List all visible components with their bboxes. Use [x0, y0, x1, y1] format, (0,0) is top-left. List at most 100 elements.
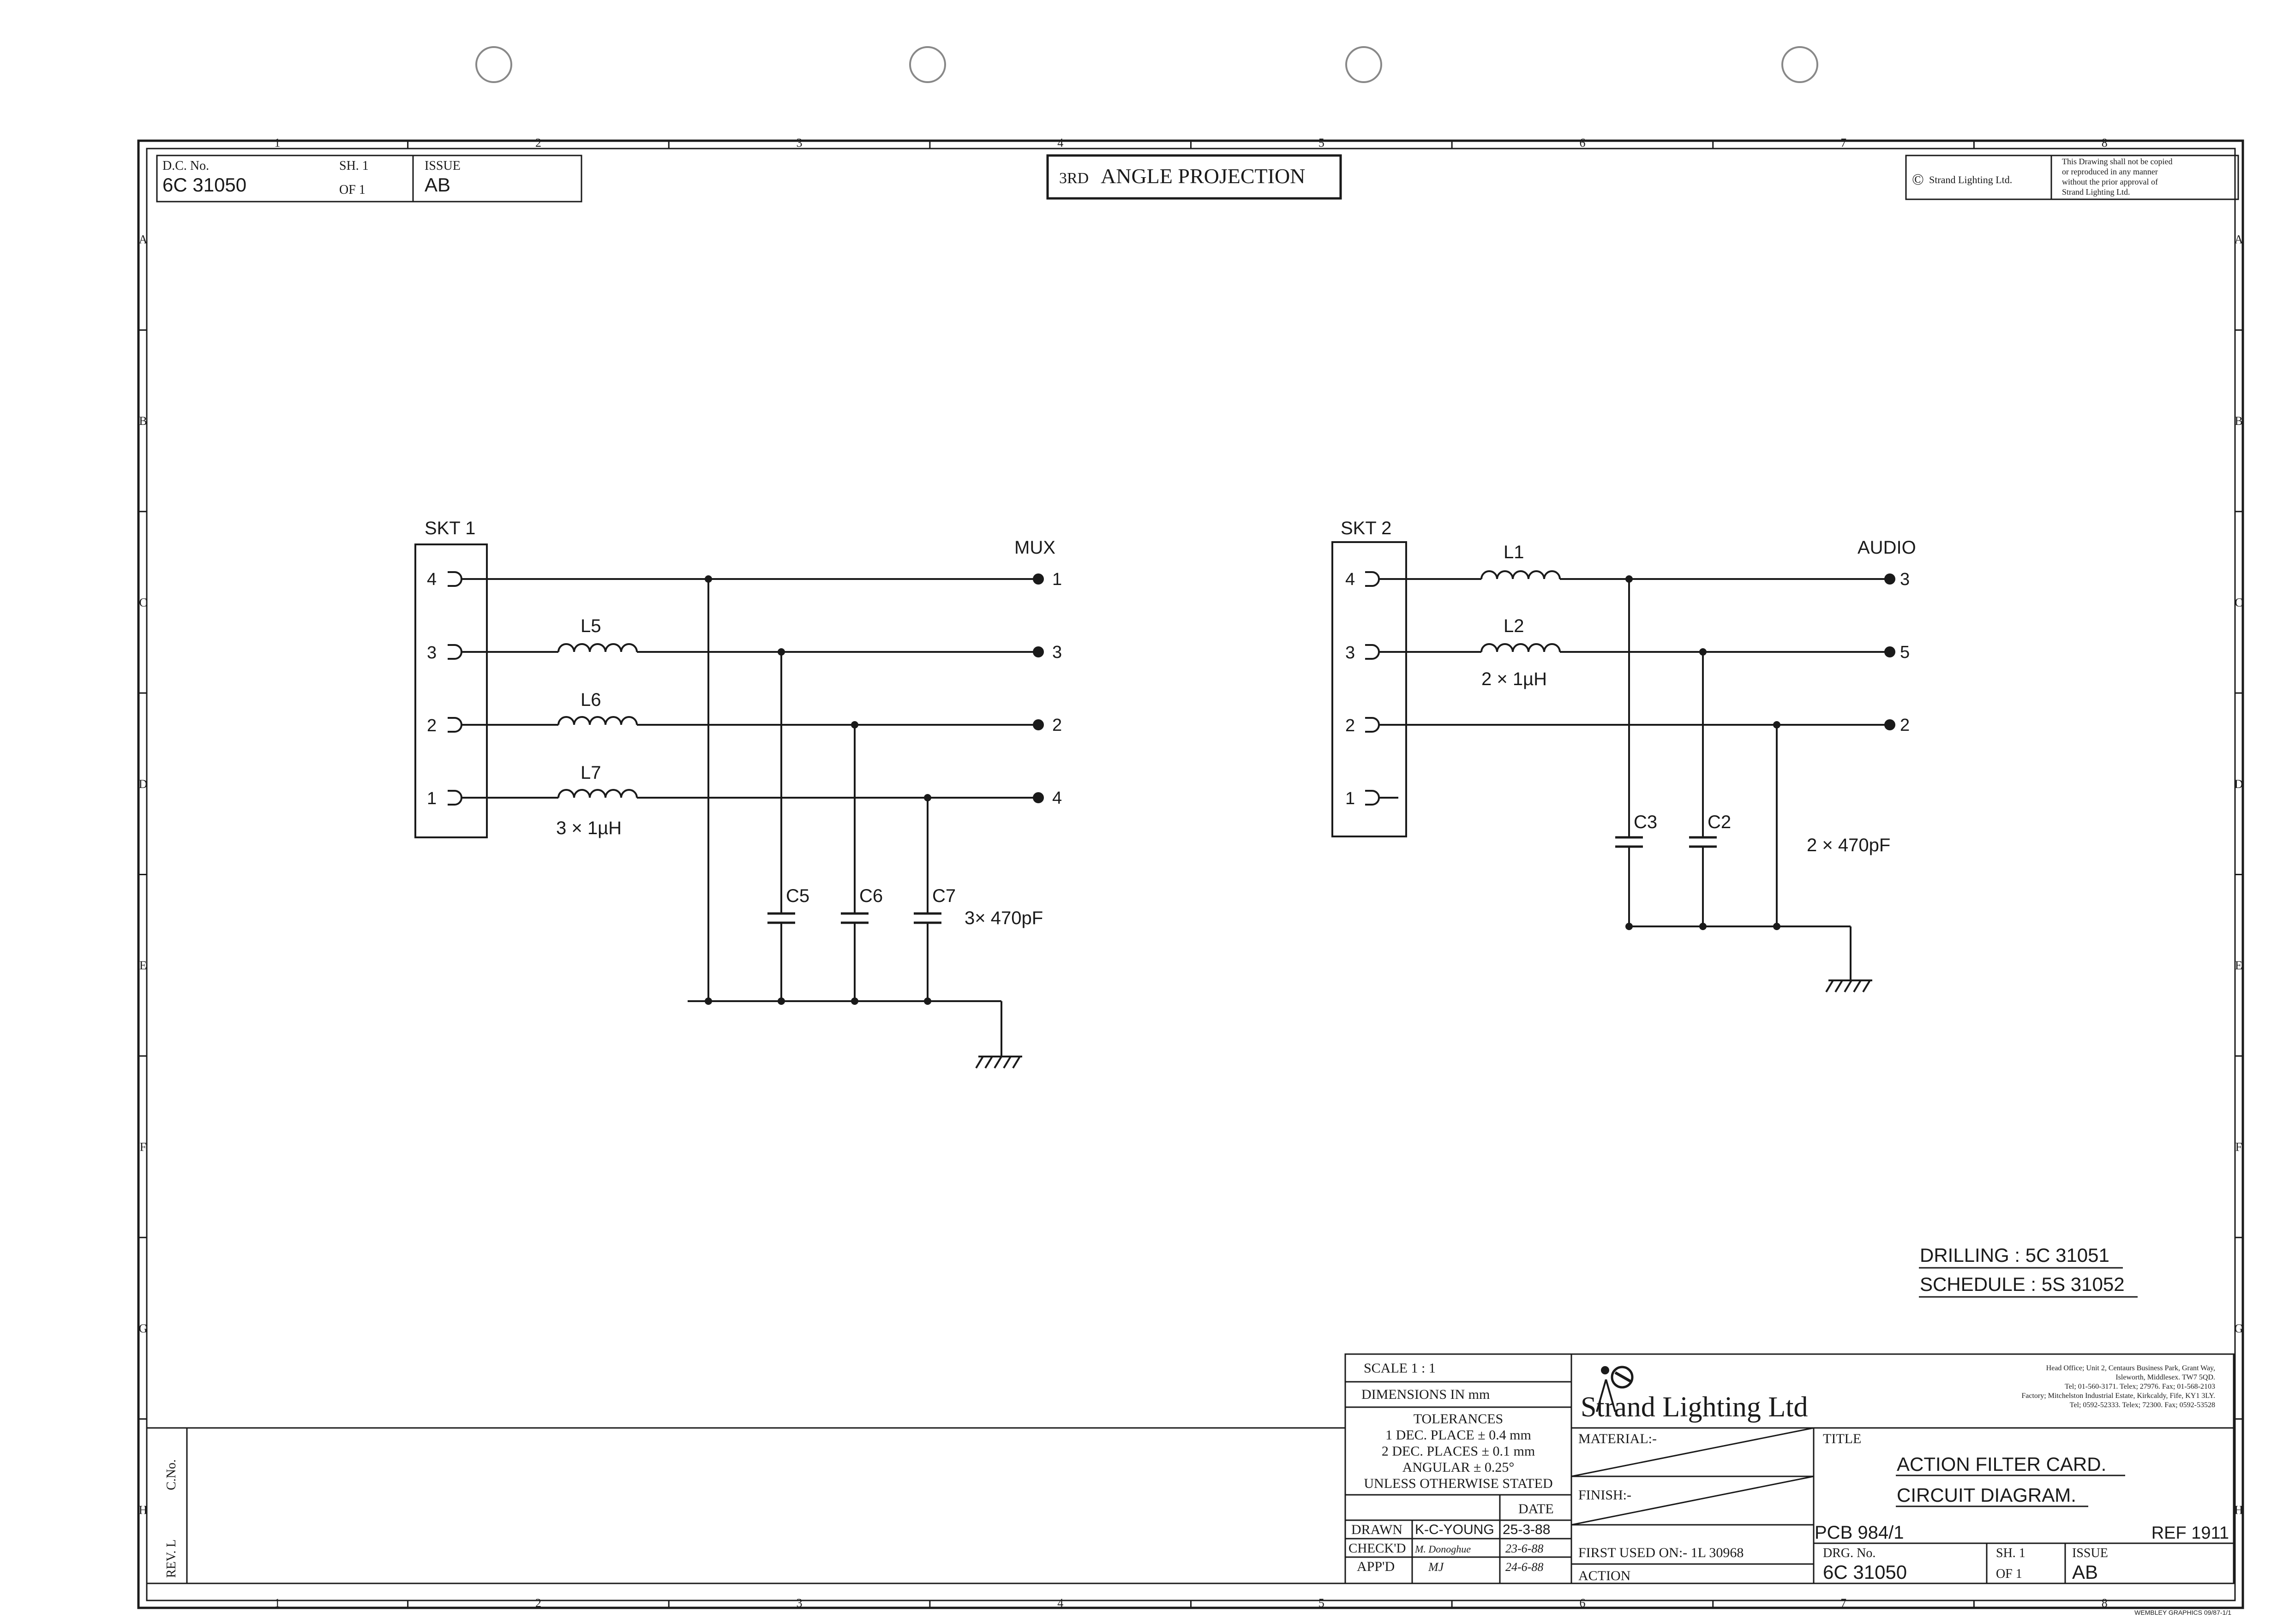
zone-label: 8 — [2102, 1596, 2108, 1610]
zone-label: 1 — [274, 136, 280, 149]
material-label: MATERIAL:- — [1578, 1431, 1657, 1446]
approval-date: 24-6-88 — [1505, 1560, 1543, 1574]
output-pin: 3 — [1900, 570, 1910, 589]
circuit-left: SKT 1 4 3 2 1 L5 L6 L7 3 × 1µH MUX 1 3 — [414, 518, 1062, 1069]
copyright-owner: Strand Lighting Ltd. — [1929, 174, 2012, 185]
issue-code: AB — [425, 174, 450, 196]
copy-notice-line: or reproduced in any manner — [2062, 167, 2158, 176]
zone-label: 5 — [1318, 136, 1324, 149]
zone-label: G — [2235, 1322, 2243, 1335]
zone-label: 8 — [2102, 136, 2108, 149]
copyright-symbol: © — [1912, 171, 1924, 188]
capacitor-label: C5 — [786, 886, 809, 906]
socket-body — [414, 543, 488, 838]
zone-label: C — [139, 596, 147, 609]
output-pin: 3 — [1052, 643, 1062, 662]
pin-label: 2 — [1345, 716, 1355, 735]
inductor-value: 3 × 1µH — [556, 818, 622, 838]
ground-icon — [1825, 979, 1872, 993]
punch-holes — [475, 46, 1818, 83]
capacitor-label: C6 — [859, 886, 883, 906]
projection-label: ANGLE PROJECTION — [1101, 164, 1305, 188]
inductor-label: L2 — [1504, 616, 1524, 636]
first-used: FIRST USED ON:- 1L 30968 — [1578, 1545, 1744, 1560]
issue-label: ISSUE — [425, 159, 461, 173]
capacitor-label: C7 — [932, 886, 956, 906]
capacitor-icon — [914, 794, 941, 1005]
inductor-coil-icon — [1480, 570, 1561, 579]
zone-label: 3 — [797, 136, 803, 149]
approval-name: K-C-YOUNG — [1415, 1522, 1494, 1537]
output-terminal-icon — [1033, 792, 1044, 803]
drg-label: DRG. No. — [1823, 1546, 1876, 1560]
schedule-ref: SCHEDULE : 5S 31052 — [1920, 1273, 2125, 1295]
zone-label: E — [2235, 959, 2242, 972]
output-terminal-icon — [1884, 646, 1895, 657]
socket-label: SKT 1 — [425, 518, 475, 538]
pin-label: 1 — [1345, 789, 1355, 808]
inductor-coil-icon — [557, 716, 638, 725]
header-doc-box: D.C. No. 6C 31050 SH. 1 OF 1 ISSUE AB — [156, 155, 582, 203]
zone-label: G — [139, 1322, 148, 1335]
zone-label: 7 — [1840, 1596, 1846, 1610]
address-line: Tel; 0592-52333. Telex; 72300. Fax; 0592… — [2070, 1401, 2215, 1409]
revision-c-no: C.No. — [164, 1459, 179, 1490]
pin-label: 1 — [427, 789, 437, 808]
approval-role: DRAWN — [1351, 1522, 1402, 1537]
socket-pin-icon — [448, 571, 462, 587]
tb-issue-label: ISSUE — [2072, 1546, 2108, 1560]
printer-note: WEMBLEY GRAPHICS 09/87-1/1 — [2134, 1609, 2231, 1616]
approval-signature: MJ — [1428, 1560, 1444, 1574]
pcb-number: PCB 984/1 — [1815, 1522, 1904, 1543]
address-line: Factory; Mitchelston Industrial Estate, … — [2021, 1392, 2215, 1400]
drawing-title: ACTION FILTER CARD. — [1897, 1453, 2106, 1475]
tb-issue-code: AB — [2072, 1561, 2098, 1583]
revision-label: REV. L — [164, 1540, 179, 1578]
zone-label: D — [2235, 777, 2243, 791]
title-block: SCALE 1 : 1 DIMENSIONS IN mm TOLERANCES … — [1344, 1353, 2235, 1584]
ground-icon — [975, 1056, 1022, 1069]
zone-label: 6 — [1579, 1596, 1585, 1610]
company-name: Strand Lighting Ltd — [1581, 1391, 1808, 1423]
zone-label: B — [2235, 414, 2242, 428]
doc-no-label: D.C. No. — [162, 159, 209, 173]
zone-label: 4 — [1057, 1596, 1063, 1610]
output-pin: 2 — [1052, 716, 1062, 735]
doc-no: 6C 31050 — [162, 174, 246, 196]
pin-label: 2 — [427, 716, 437, 735]
zone-label: H — [139, 1503, 148, 1517]
drg-number: 6C 31050 — [1823, 1561, 1907, 1583]
capacitor-icon — [841, 721, 869, 1005]
output-pin: 5 — [1900, 643, 1910, 662]
capacitor-value: 2 × 470pF — [1807, 835, 1890, 855]
address-line: Head Office; Unit 2, Centaurs Business P… — [2046, 1364, 2215, 1372]
address-line: Tel; 01-560-3171. Telex; 27976. Fax; 01-… — [2065, 1383, 2215, 1391]
socket-pin-icon — [448, 790, 462, 806]
tolerance-line: UNLESS OTHERWISE STATED — [1364, 1476, 1552, 1491]
zone-label: A — [139, 233, 148, 246]
zone-label: 2 — [535, 1596, 541, 1610]
tolerance-line: TOLERANCES — [1414, 1411, 1503, 1427]
capacitor-value: 3× 470pF — [965, 908, 1043, 928]
drilling-ref: DRILLING : 5C 31051 — [1920, 1244, 2109, 1266]
pin-label: 4 — [1345, 570, 1355, 589]
inductor-value: 2 × 1µH — [1481, 669, 1547, 689]
zone-label: 6 — [1579, 136, 1585, 149]
output-terminal-icon — [1033, 646, 1044, 657]
socket-pin-icon — [448, 644, 462, 660]
approval-date: 25-3-88 — [1503, 1522, 1550, 1537]
socket-body — [1331, 541, 1407, 837]
zone-label: B — [139, 414, 147, 428]
socket-label: SKT 2 — [1341, 518, 1391, 538]
zone-label: 4 — [1057, 136, 1063, 149]
inductor-label: L7 — [581, 763, 601, 783]
zone-label: A — [2235, 233, 2243, 246]
zone-label: C — [2235, 596, 2242, 609]
inductor-label: L6 — [581, 690, 601, 710]
tolerance-line: ANGULAR ± 0.25° — [1402, 1460, 1515, 1475]
zone-label: 1 — [274, 1596, 280, 1610]
zone-label: F — [140, 1140, 146, 1154]
inductor-label: L5 — [581, 616, 601, 636]
